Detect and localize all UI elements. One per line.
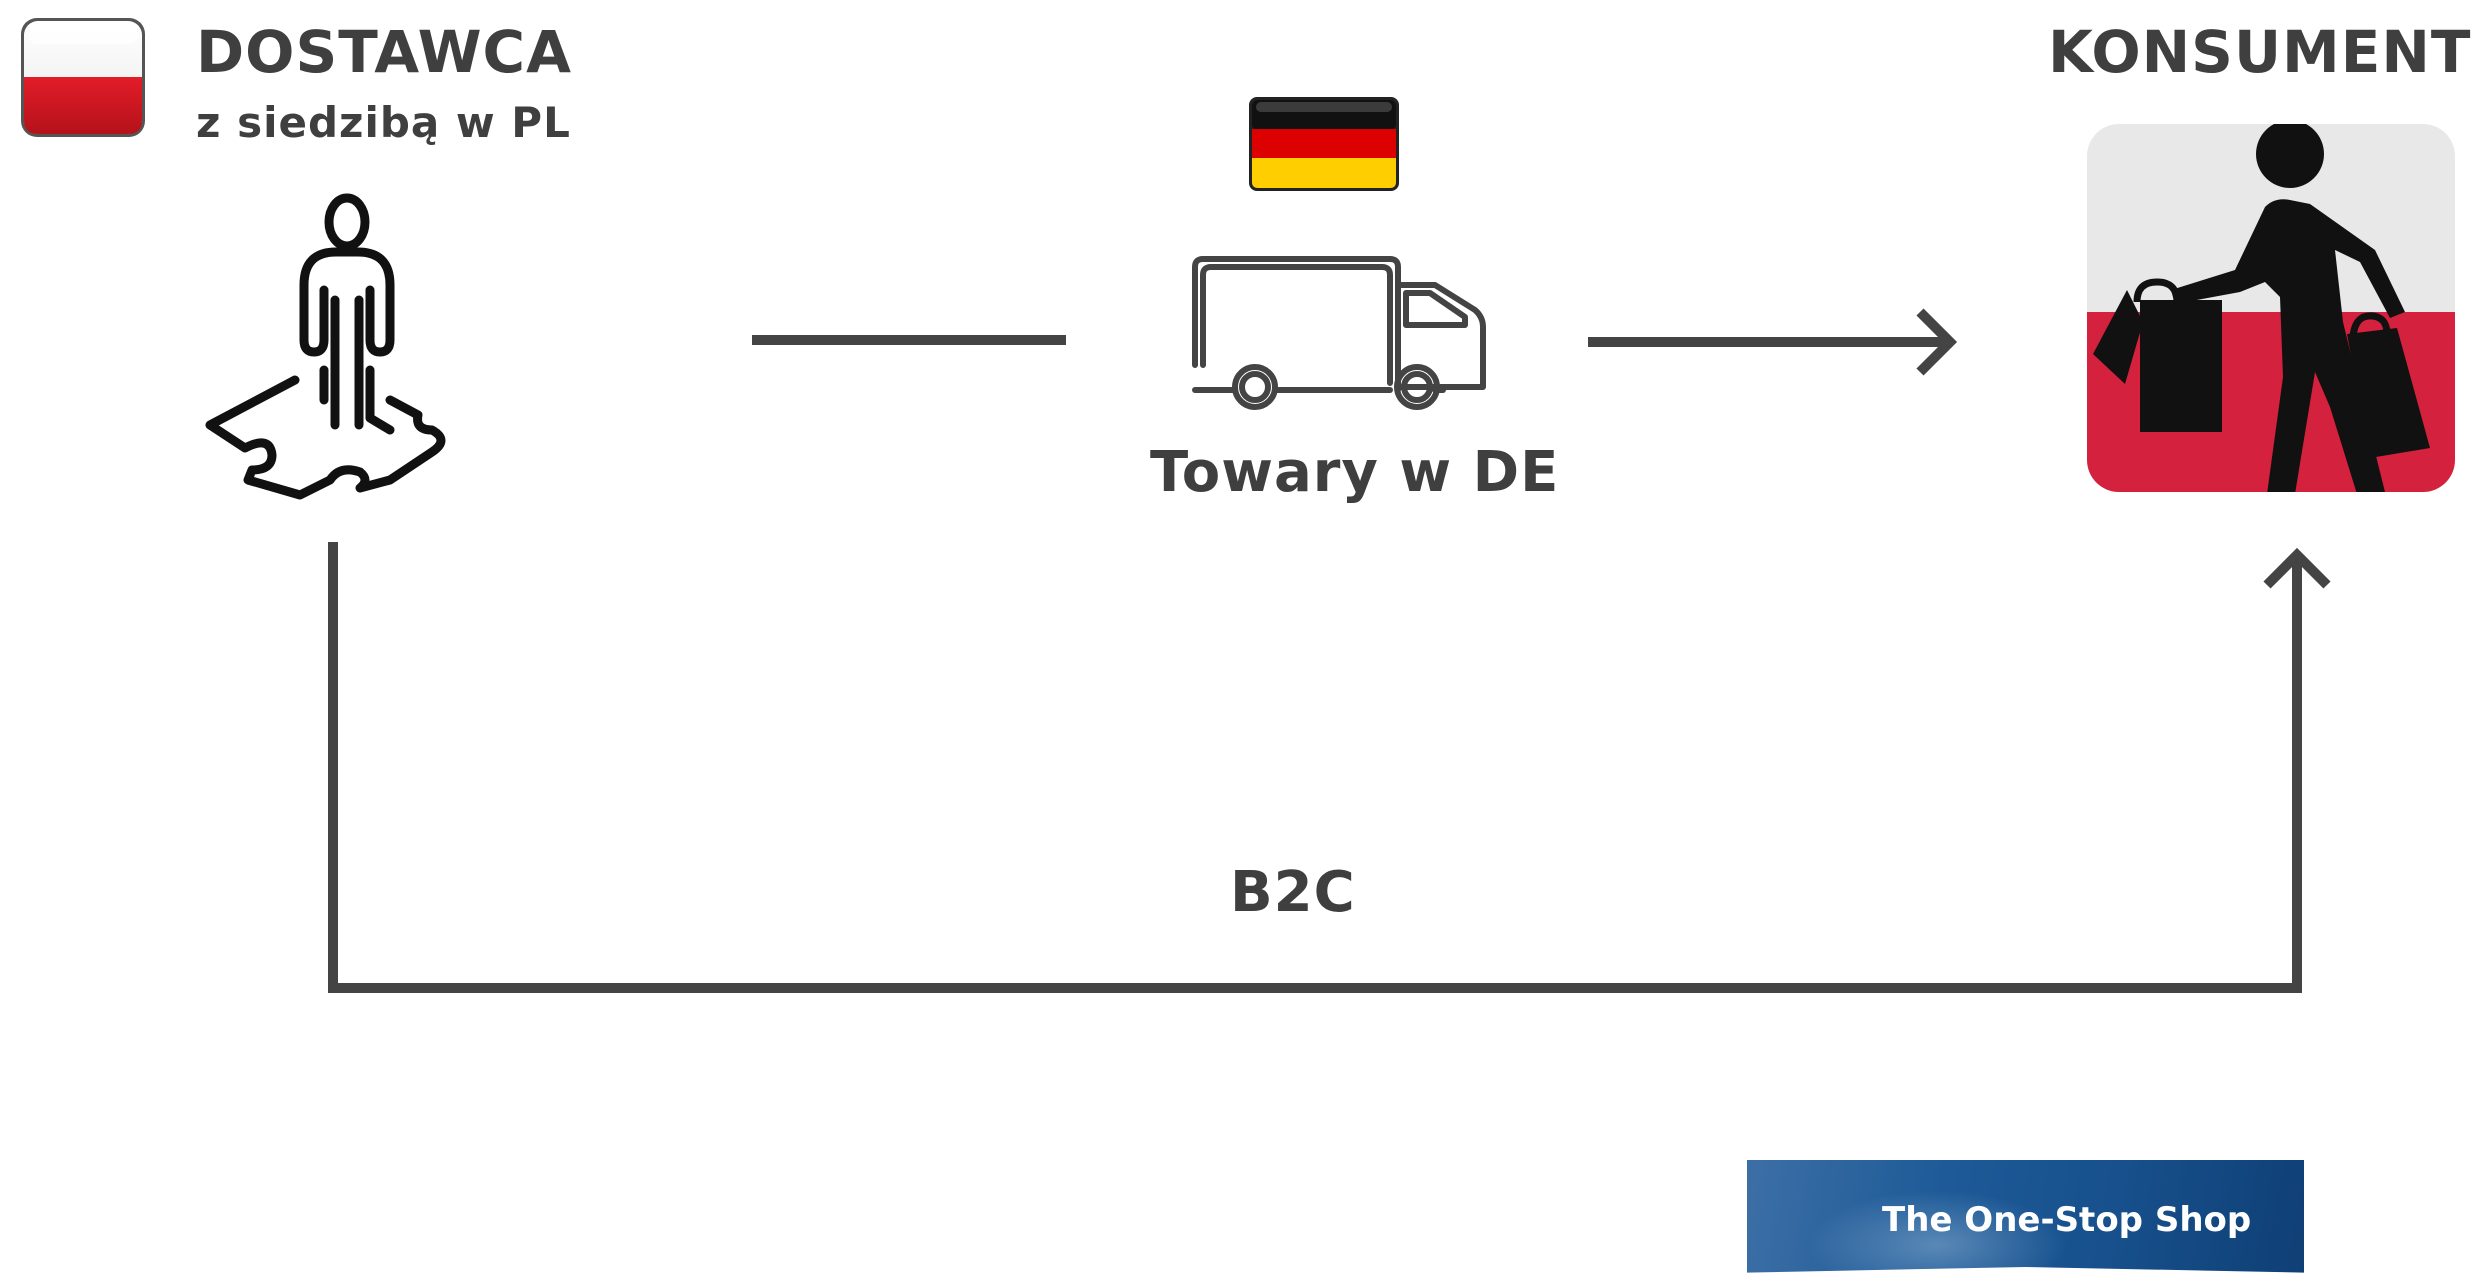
b2c-flow-line bbox=[328, 542, 2302, 993]
supplier-title: DOSTAWCA bbox=[196, 18, 572, 86]
banner-bottom-edge bbox=[1747, 1267, 2304, 1281]
goods-label: Towary w DE bbox=[1150, 440, 1560, 505]
poland-flag-icon bbox=[21, 18, 145, 137]
person-on-map-icon bbox=[205, 193, 446, 500]
delivery-truck-icon bbox=[1192, 256, 1486, 410]
supplier-subtitle: z siedzibą w PL bbox=[196, 98, 571, 147]
germany-flag-icon bbox=[1249, 97, 1399, 191]
shopper-with-bags-icon bbox=[2087, 124, 2455, 492]
one-stop-shop-banner[interactable]: The One-Stop Shop bbox=[1747, 1160, 2304, 1281]
one-stop-shop-text: The One-Stop Shop bbox=[1882, 1200, 2252, 1240]
b2c-label: B2C bbox=[1230, 860, 1356, 925]
b2c-arrowhead bbox=[2263, 547, 2331, 589]
goods-to-consumer-arrowhead bbox=[1916, 308, 1958, 376]
consumer-title: KONSUMENT PL bbox=[2048, 18, 2488, 86]
